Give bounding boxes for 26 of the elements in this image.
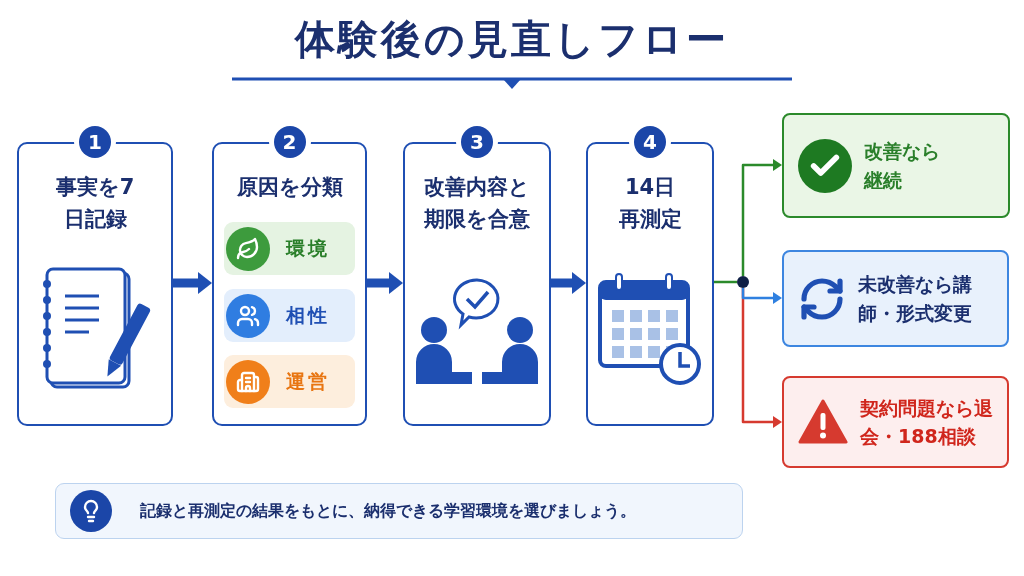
arrow: [173, 272, 212, 294]
arrow: [741, 288, 782, 304]
outcome-text: 契約問題なら退会・188相談: [860, 395, 994, 449]
tip-text: 記録と再測定の結果をもとに、納得できる学習環境を選びましょう。: [140, 500, 636, 522]
outcome-text: 改善なら継続: [864, 139, 941, 193]
step-heading: 事実を7日記録: [55, 174, 135, 233]
category-label: 運営: [286, 368, 330, 394]
junction-dot: [737, 276, 749, 288]
step-heading: 14日再測定: [617, 174, 683, 233]
tip-box: [55, 483, 743, 539]
outcome-box: [782, 113, 1010, 218]
category-label: 相性: [286, 302, 330, 328]
connector-line: [714, 280, 737, 284]
category-pill: [224, 289, 355, 342]
arrow: [551, 272, 586, 294]
title: 体験後の見直しフロー: [295, 15, 729, 64]
category-pill: [224, 355, 355, 408]
outcome-text: 未改善なら講師・形式変更: [858, 272, 973, 326]
arrow: [367, 272, 403, 294]
step-heading: 原因を分類: [235, 174, 344, 201]
category-label: 環境: [286, 235, 330, 261]
arrow: [741, 159, 782, 276]
outcome-box: [782, 250, 1009, 347]
step-heading: 改善内容と期限を合意: [423, 174, 531, 233]
category-pill: [224, 222, 355, 275]
outcome-box: [782, 376, 1009, 468]
